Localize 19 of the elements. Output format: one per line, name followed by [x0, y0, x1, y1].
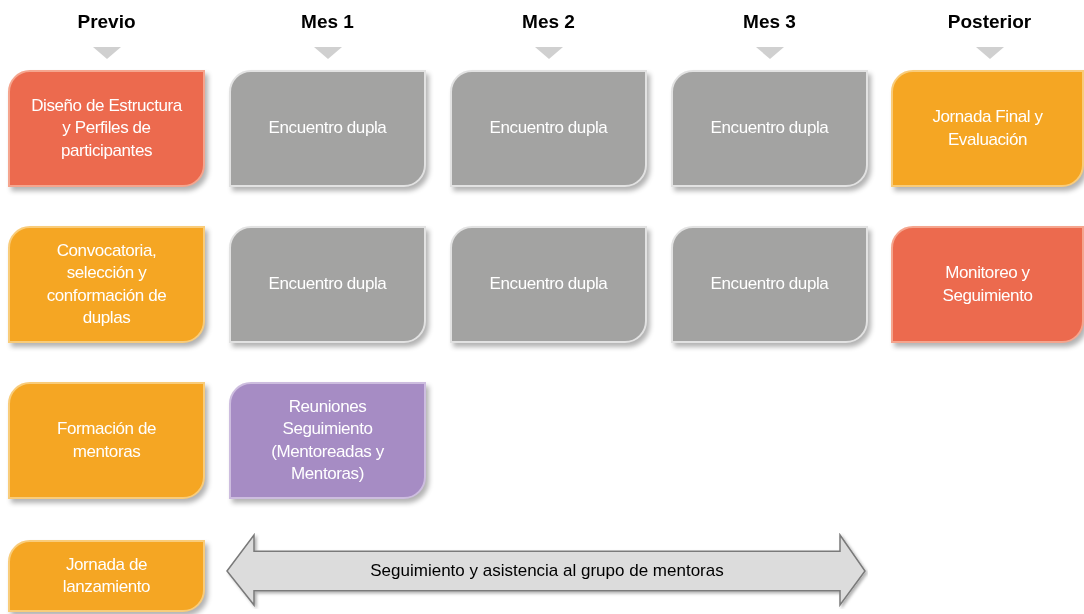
column-heading: Mes 3 — [743, 10, 796, 34]
column-heading: Mes 1 — [301, 10, 354, 34]
activity-card: Formación de mentoras — [8, 382, 205, 499]
activity-card: Diseño de Estructura y Perfiles de participantes — [8, 70, 205, 187]
meeting-card: Encuentro dupla — [229, 70, 426, 187]
double-arrow-banner: Seguimiento y asistencia al grupo de mentoras — [226, 533, 868, 609]
meeting-card: Encuentro dupla — [671, 226, 868, 343]
activity-card: Convocatoria, selección y conformación de duplas — [8, 226, 205, 343]
meeting-card: Reuniones Seguimiento (Mentoreadas y Mentoras) — [229, 382, 426, 499]
meeting-card: Encuentro dupla — [671, 70, 868, 187]
column-heading: Posterior — [947, 10, 1032, 34]
column-heading: Previo — [77, 10, 136, 34]
meeting-card: Encuentro dupla — [450, 226, 647, 343]
meeting-card: Encuentro dupla — [229, 226, 426, 343]
meeting-card: Encuentro dupla — [450, 70, 647, 187]
activity-card: Jornada Final y Evaluación — [891, 70, 1084, 187]
activity-card: Monitoreo y Seguimiento — [891, 226, 1084, 343]
column-heading: Mes 2 — [522, 10, 575, 34]
activity-card: Jornada de lanzamiento — [8, 540, 205, 612]
